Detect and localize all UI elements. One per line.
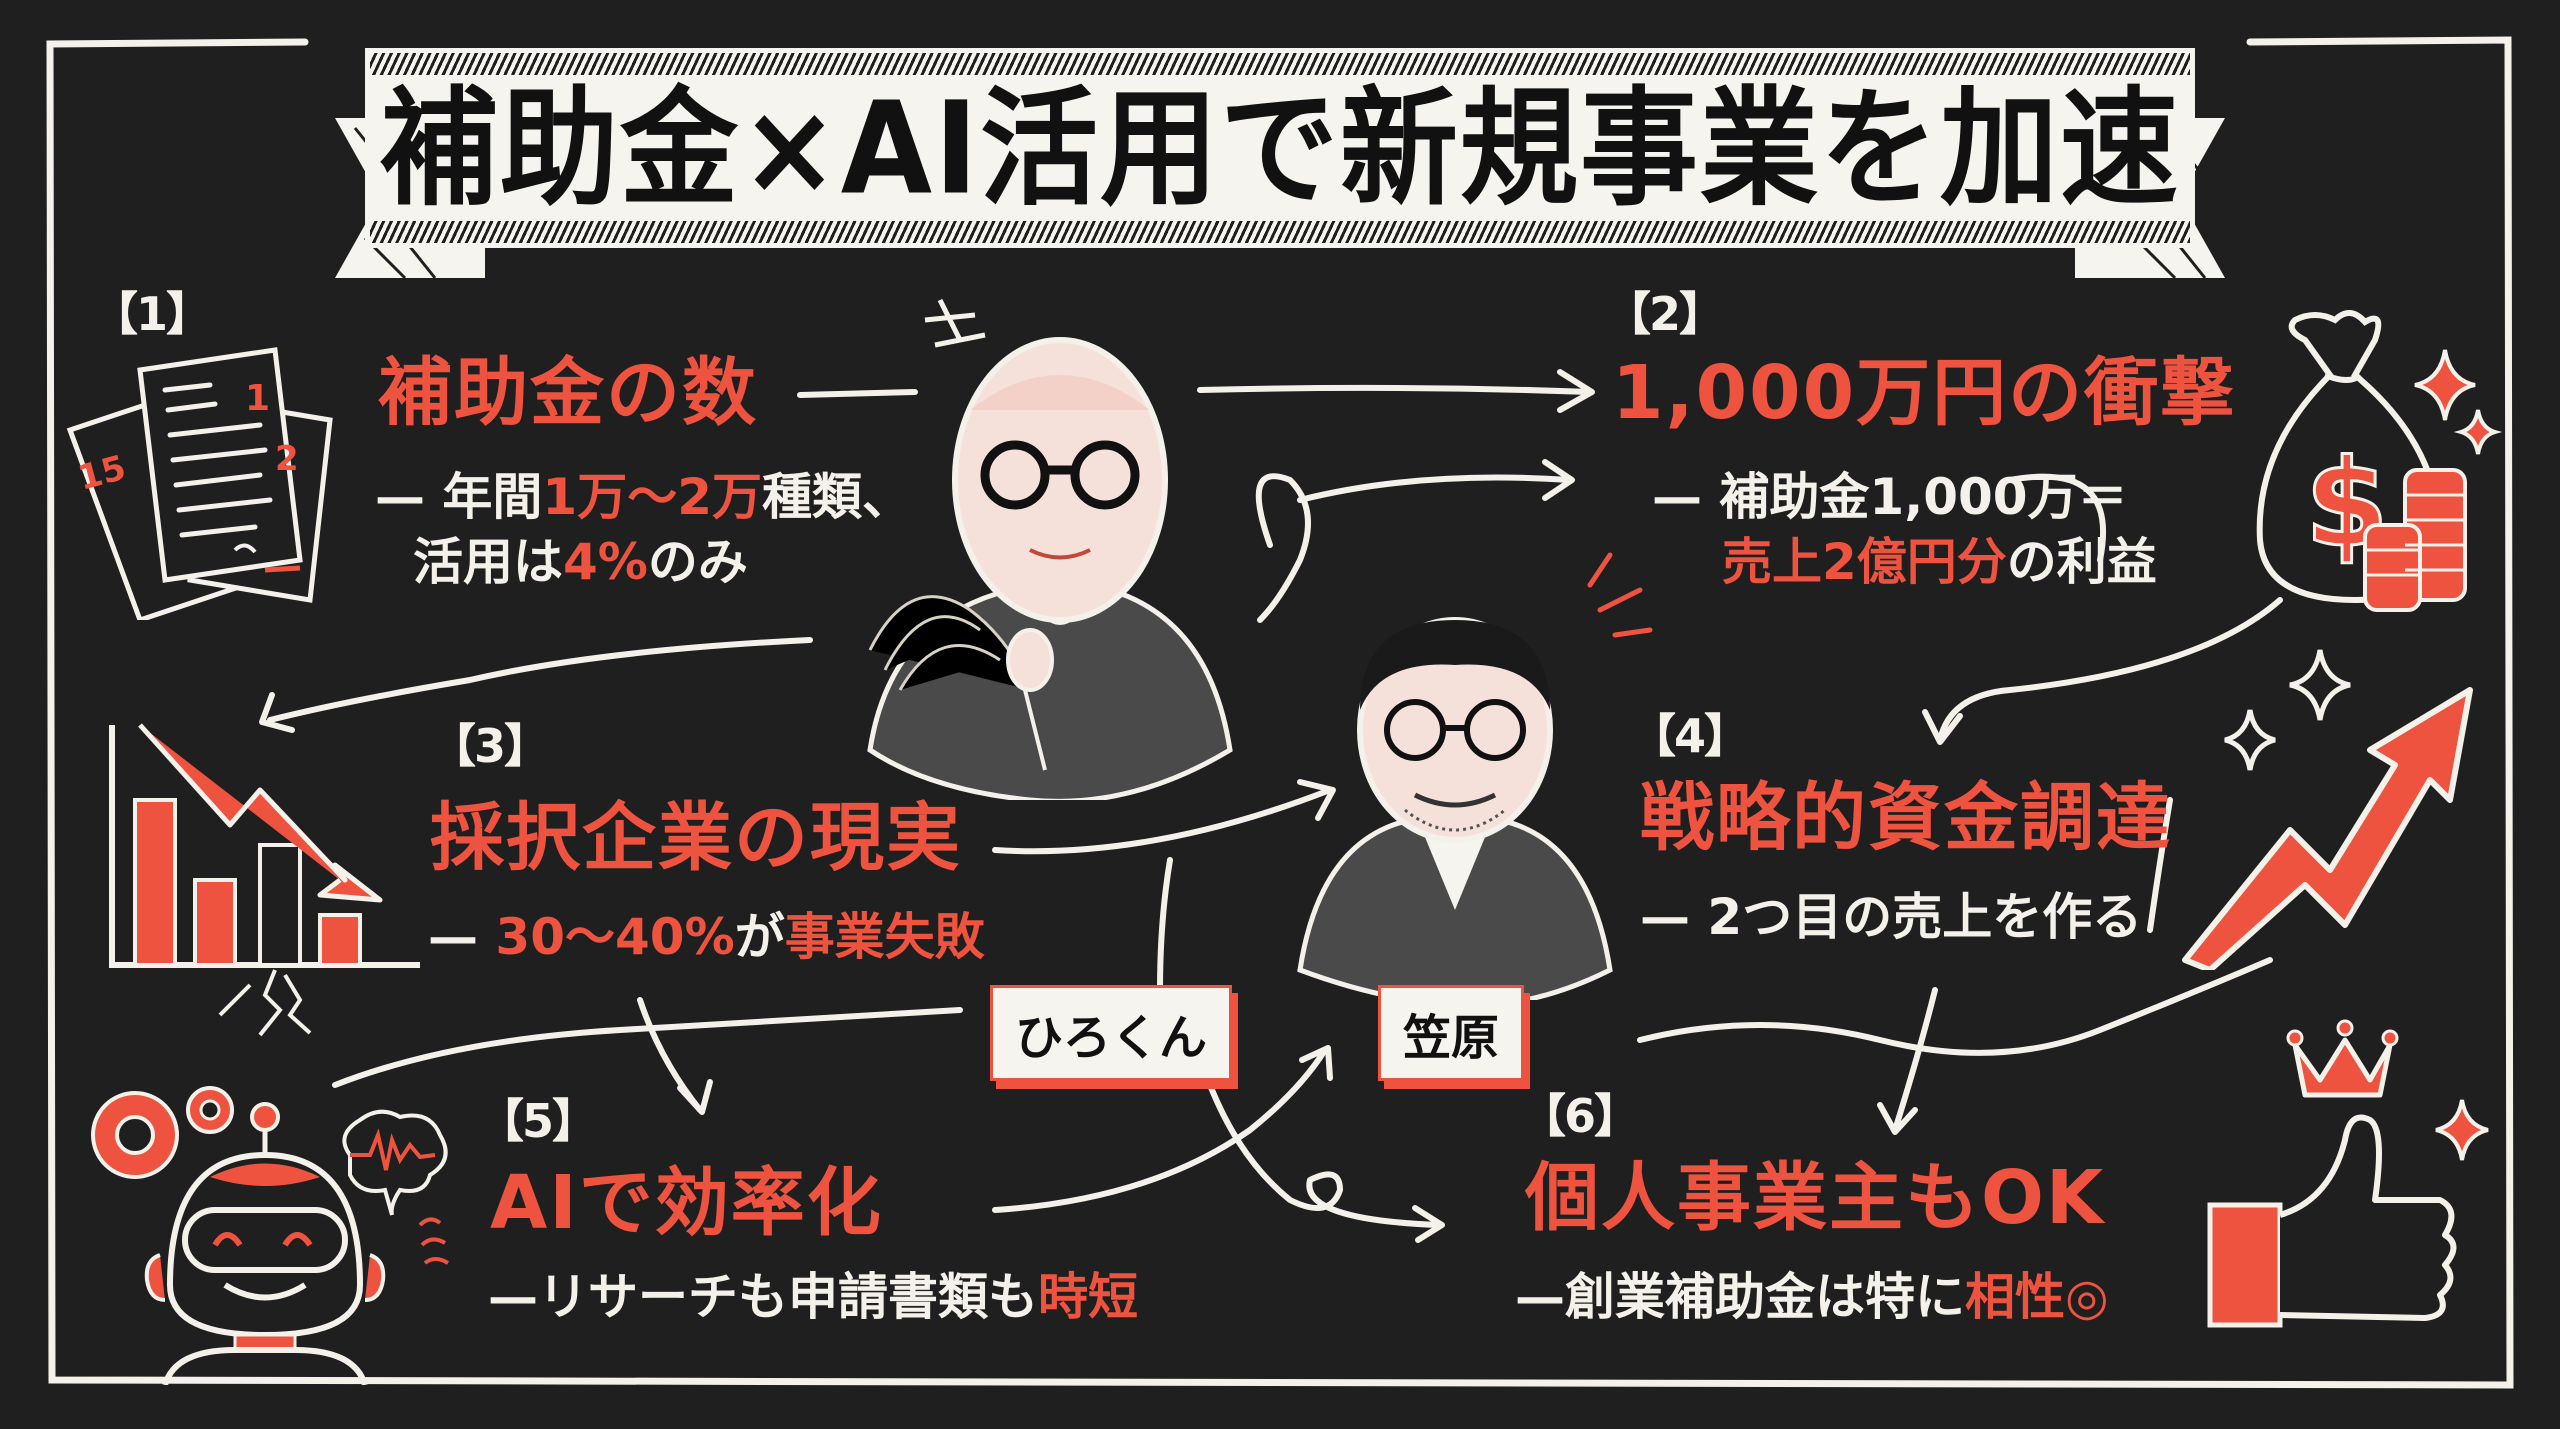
section-1-body-line-2: 活用は4%のみ — [413, 533, 748, 591]
section-5-number: 【5】 — [478, 1094, 598, 1148]
title-banner: 補助金×AI活用で新規事業を加速 — [335, 48, 2225, 280]
documents-icon: 15 1 2 — [66, 347, 333, 620]
section-2-number: 【2】 — [1605, 287, 1725, 341]
section-4-number: 【4】 — [1630, 709, 1750, 763]
section-2-body-line-2: 売上2億円分の利益 — [1722, 533, 2157, 591]
svg-text:2: 2 — [275, 439, 299, 479]
section-1-heading: 補助金の数 — [378, 350, 758, 436]
section-2-heading: 1,000万円の衝撃 — [1612, 350, 2237, 436]
section-6-heading: 個人事業主もOK — [1525, 1155, 2106, 1241]
declining-chart-icon — [109, 723, 420, 1037]
section-3-heading: 採択企業の現実 — [430, 795, 962, 881]
name-tag-hirokun: ひろくん — [990, 985, 1233, 1081]
section-5-body: —リサーチも申請書類も時短 — [488, 1268, 1138, 1326]
section-2-body: — 補助金1,000万＝ 売上2億円分の利益 — [1652, 465, 2157, 595]
section-3-body: — 30〜40%が事業失敗 — [428, 908, 985, 966]
svg-text:1: 1 — [245, 378, 270, 419]
section-1-number: 【1】 — [92, 287, 212, 341]
section-2-body-line-1: — 補助金1,000万＝ — [1652, 468, 2128, 526]
section-1-body-line-1: — 年間1万〜2万種類、 — [375, 468, 913, 526]
rising-arrow-icon — [2182, 687, 2473, 970]
section-3-number: 【3】 — [430, 719, 550, 773]
portrait-kasahara — [1297, 617, 1613, 1000]
title-banner-body: 補助金×AI活用で新規事業を加速 — [365, 48, 2195, 248]
section-4-heading: 戦略的資金調達 — [1640, 775, 2172, 861]
brain-wave-icon — [342, 1109, 450, 1265]
robot-icon — [91, 1086, 386, 1385]
section-1-body: — 年間1万〜2万種類、 活用は4%のみ — [375, 465, 912, 595]
section-5-heading: AIで効率化 — [490, 1160, 883, 1246]
money-bag-icon: $ — [2256, 310, 2467, 612]
section-6-number: 【6】 — [1520, 1089, 1640, 1143]
portrait-hirokun — [867, 337, 1233, 800]
section-4-body: — 2つ目の売上を作る — [1640, 888, 2143, 946]
page-title: 補助金×AI活用で新規事業を加速 — [379, 73, 2181, 223]
thumbs-up-crown-icon — [2207, 1019, 2457, 1328]
name-tag-kasahara: 笠原 — [1378, 985, 1525, 1081]
section-6-body: —創業補助金は特に相性◎ — [1515, 1268, 2109, 1326]
